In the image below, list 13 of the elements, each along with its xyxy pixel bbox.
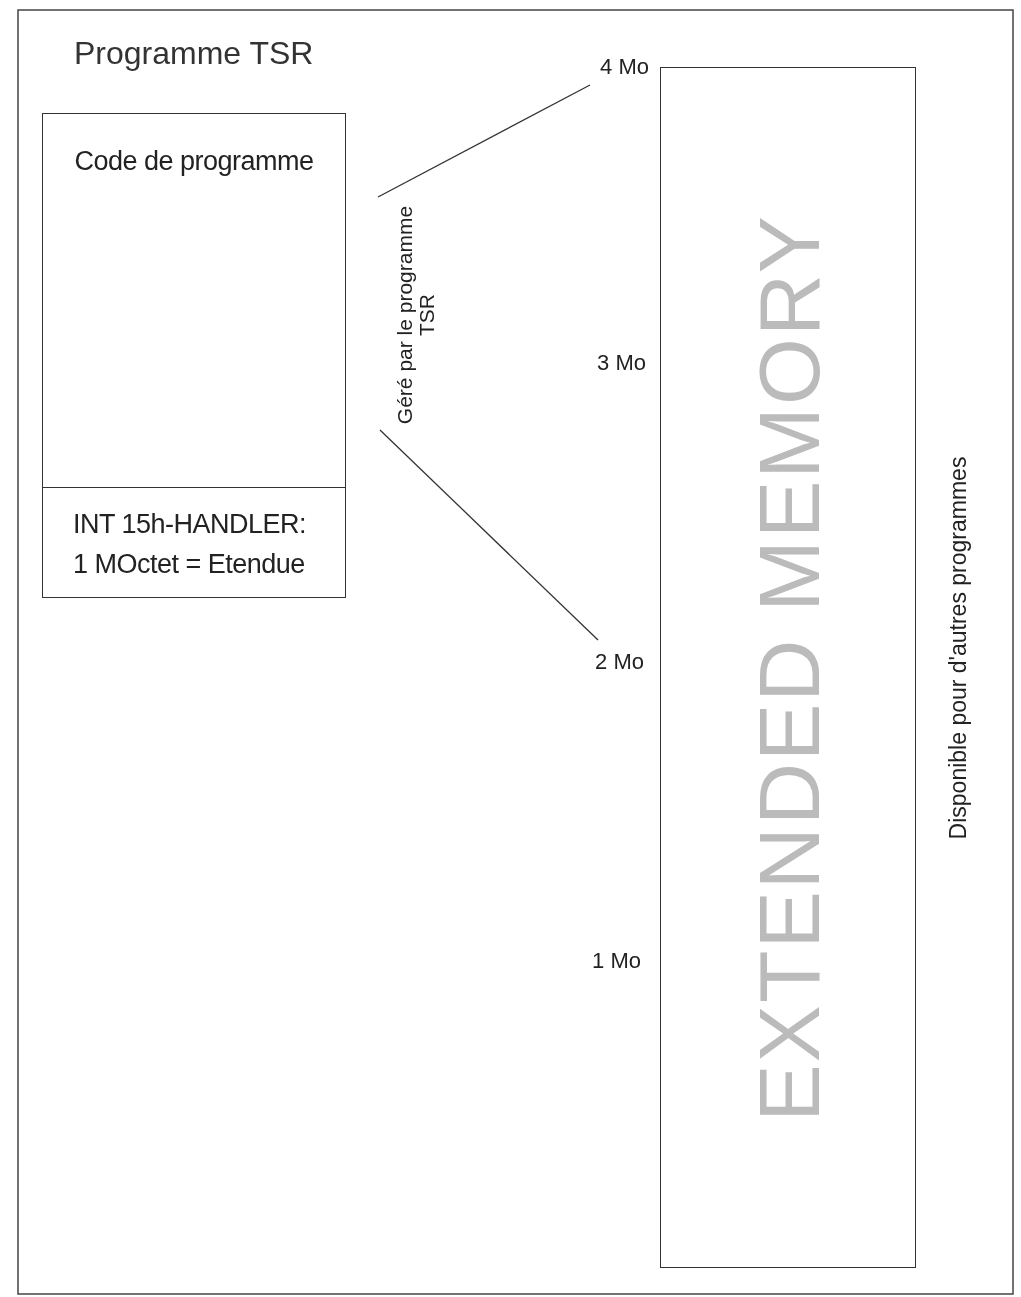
- side-label: Disponible pour d'autres programmes: [944, 456, 972, 840]
- scale-label: 1 Mo: [592, 948, 641, 974]
- handler-text: INT 15h-HANDLER: 1 MOctet = Etendue: [73, 508, 308, 581]
- scale-label: 4 Mo: [600, 54, 649, 80]
- diagram-title: Programme TSR: [74, 35, 314, 72]
- memory-column: [660, 67, 916, 1268]
- handler-section: [42, 487, 346, 598]
- scale-label: 3 Mo: [597, 350, 646, 376]
- bracket-label: Géré par le programme TSR: [394, 204, 438, 427]
- memory-title: EXTENDED MEMORY: [739, 214, 838, 1122]
- section-heading: Code de programme: [73, 146, 315, 177]
- code-section: [42, 113, 346, 488]
- scale-label: 2 Mo: [595, 649, 644, 675]
